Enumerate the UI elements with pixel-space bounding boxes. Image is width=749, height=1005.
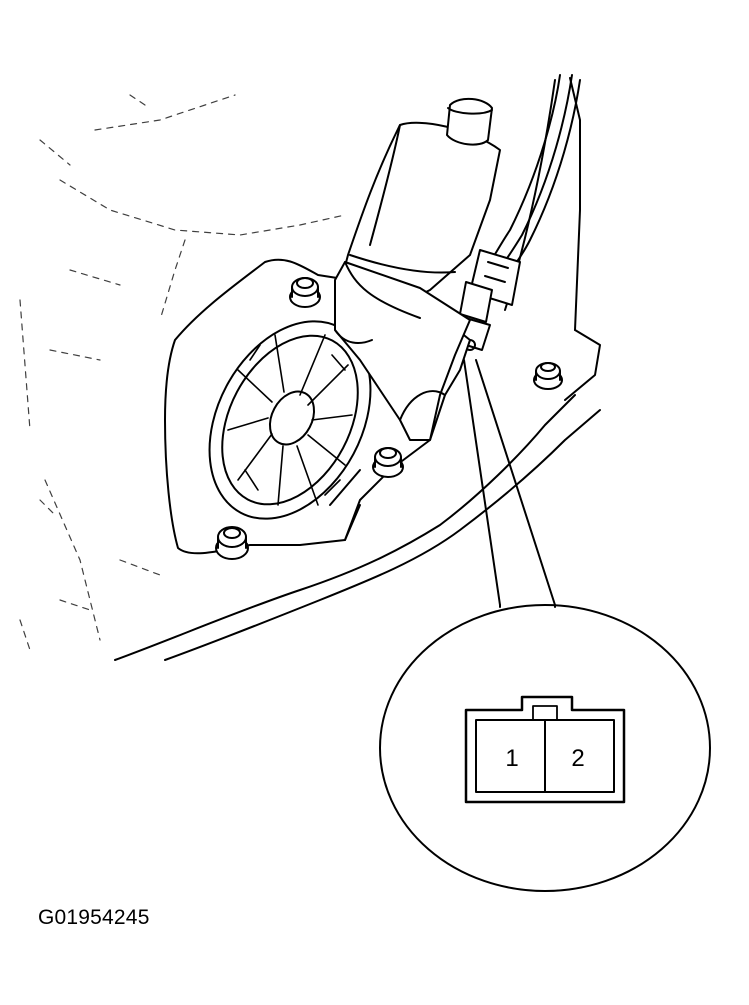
motor-barrel [334, 97, 501, 441]
bolt-bottom-left [215, 526, 249, 560]
door-panel-edges [114, 77, 601, 661]
bolt-center [372, 447, 404, 478]
hidden-panel-lines [19, 94, 346, 651]
gear-cover [208, 320, 372, 520]
wiring-harness [489, 74, 581, 267]
connector-pin-1-label: 1 [505, 745, 518, 772]
figure-id-label: G01954245 [38, 906, 150, 929]
connector-face [464, 695, 626, 804]
mounting-bolts [215, 277, 563, 560]
callout-leader [463, 359, 556, 606]
connector-pin-2-label: 2 [571, 745, 584, 772]
bolt-right [533, 362, 563, 390]
gear-ribs [227, 334, 353, 506]
bolt-top-left [289, 277, 321, 308]
